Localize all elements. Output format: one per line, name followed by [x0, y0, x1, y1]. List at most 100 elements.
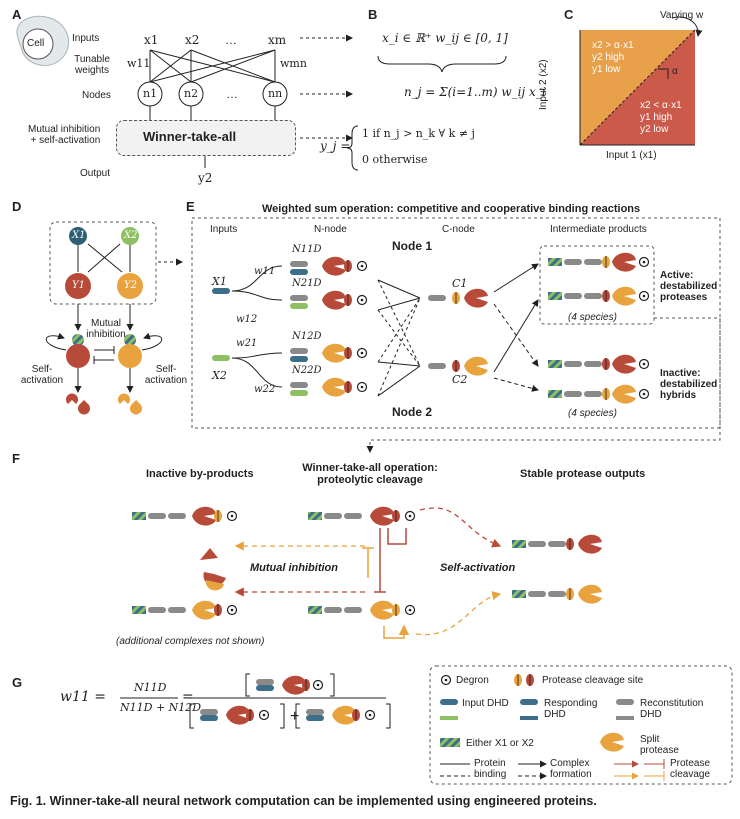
- row-label-mutual: Mutual inhibition + self-activation: [28, 124, 101, 146]
- e-active: Active: destabilized proteases: [660, 270, 718, 303]
- legend-recon-dhd: Reconstitution DHD: [640, 698, 704, 720]
- d-y1: Y1: [72, 280, 85, 291]
- e-n22: N22D: [292, 365, 322, 376]
- f-inactive-heading: Inactive by-products: [146, 468, 254, 480]
- wta-box: [116, 120, 296, 156]
- legend-responding-dhd: Responding DHD: [544, 698, 598, 720]
- e-title: Weighted sum operation: competitive and …: [262, 203, 641, 215]
- e-inactive: Inactive: destabilized hybrids: [660, 368, 718, 401]
- legend-graphics: [429, 665, 733, 785]
- legend-cleavage: Protease cleavage site: [542, 675, 644, 686]
- e-input-x2: X2: [212, 369, 227, 382]
- input-x2: x2: [185, 33, 200, 47]
- legend-input-dhd: Input DHD: [462, 698, 509, 709]
- f-wta-heading: Winner-take-all operation: proteolytic c…: [302, 462, 438, 487]
- f-self-label: Self-activation: [440, 562, 516, 574]
- e-col-intermediate: Intermediate products: [550, 224, 647, 235]
- e-species-2: (4 species): [568, 408, 617, 419]
- d-x2: X2: [124, 230, 138, 241]
- e-w11: w11: [254, 266, 276, 277]
- row-label-output: Output: [80, 168, 111, 179]
- rule-zero: 0 otherwise: [362, 153, 428, 166]
- legend-pcleave: Protease cleavage: [670, 758, 711, 780]
- g-denominator: N11D + N12D: [120, 701, 202, 714]
- upper-line-2: y2 high: [592, 52, 625, 63]
- c-yaxis: Input 2 (x2): [538, 59, 549, 110]
- e-node2: Node 2: [392, 405, 433, 419]
- input-xm: xm: [268, 33, 287, 47]
- d-y2: Y2: [124, 280, 137, 291]
- e-input-x1: X1: [212, 275, 227, 288]
- f-stable-heading: Stable protease outputs: [520, 468, 646, 480]
- e-col-cnode: C-node: [442, 224, 475, 235]
- g-lhs: w11 =: [60, 689, 106, 705]
- input-x1: x1: [144, 33, 159, 47]
- output-y2: y2: [198, 171, 213, 185]
- panel-label-c: C: [564, 7, 574, 22]
- d-self-right: Self-activation: [144, 364, 188, 386]
- e-col-inputs: Inputs: [210, 224, 238, 235]
- rule-one: 1 if n_j > n_k ∀ k ≠ j: [362, 127, 475, 140]
- figure-caption: Fig. 1. Winner-take-all neural network c…: [10, 794, 597, 808]
- e-n11: N11D: [292, 244, 322, 255]
- node-ellipsis: …: [226, 87, 238, 101]
- node-n1: n1: [143, 87, 158, 100]
- legend-degron: Degron: [456, 675, 489, 686]
- panel-label-b: B: [368, 7, 378, 22]
- lower-line-2: y1 high: [640, 112, 673, 123]
- c-xaxis: Input 1 (x1): [606, 150, 657, 161]
- panel-label-d: D: [12, 199, 22, 214]
- d-mutual: Mutual inhibition: [86, 318, 126, 340]
- weight-wmn: wmn: [280, 57, 307, 70]
- e-w12: w12: [236, 314, 258, 325]
- node-n2: n2: [184, 87, 199, 100]
- row-label-weights: Tunable weights: [74, 54, 110, 76]
- e-w21: w21: [236, 338, 258, 349]
- f-mutual-label: Mutual inhibition: [250, 562, 338, 574]
- row-label-inputs: Inputs: [72, 33, 100, 44]
- f-note: (additional complexes not shown): [116, 636, 265, 647]
- panel-label-g: G: [12, 675, 23, 690]
- sum-formula: n_j = Σ(i=1..m) w_ij x_i: [404, 85, 546, 99]
- legend-complex: Complex formation: [550, 758, 592, 780]
- g-numerator: N11D: [134, 681, 167, 694]
- e-n12: N12D: [292, 331, 322, 342]
- panel-d-graphics: [45, 221, 183, 415]
- panel-f-graphics: [132, 506, 602, 639]
- row-label-nodes: Nodes: [82, 90, 111, 101]
- weight-w11: w11: [127, 57, 151, 70]
- node-nn: nn: [268, 87, 283, 100]
- e-c1: C1: [452, 277, 468, 290]
- lower-line-3: y2 low: [640, 124, 669, 135]
- upper-line-3: y1 low: [592, 64, 621, 75]
- legend-either: Either X1 or X2: [466, 738, 534, 749]
- panel-g-graphics: [120, 673, 391, 729]
- legend-binding: Protein binding: [474, 758, 507, 780]
- d-x1: X1: [72, 230, 86, 241]
- input-ellipsis: …: [225, 33, 237, 47]
- upper-line-1: x2 > α·x1: [592, 40, 634, 51]
- yj-label: y_j =: [320, 139, 351, 153]
- e-n21: N21D: [292, 278, 322, 289]
- panel-label-a: A: [12, 7, 22, 22]
- panel-c-plot: [579, 16, 703, 146]
- panel-label-f: F: [12, 451, 20, 466]
- cell-label: Cell: [27, 38, 45, 49]
- d-self-left: Self-activation: [20, 364, 64, 386]
- e-col-nnode: N-node: [314, 224, 347, 235]
- e-c2: C2: [452, 373, 468, 386]
- lower-line-1: x2 < α·x1: [640, 100, 682, 111]
- varying-label: Varying w: [660, 10, 704, 21]
- alpha-label: α: [672, 66, 678, 77]
- panel-e-graphics: [191, 217, 721, 453]
- e-w22: w22: [254, 384, 276, 395]
- panel-a-graphics: [16, 15, 353, 168]
- g-plus: +: [290, 708, 300, 725]
- domain-formula: x_i ∈ ℝ⁺ w_ij ∈ [0, 1]: [382, 31, 508, 45]
- e-species-1: (4 species): [568, 312, 617, 323]
- legend-split: Split protease: [640, 734, 679, 756]
- wta-label: Winner-take-all: [143, 129, 237, 144]
- g-equals: =: [182, 689, 194, 705]
